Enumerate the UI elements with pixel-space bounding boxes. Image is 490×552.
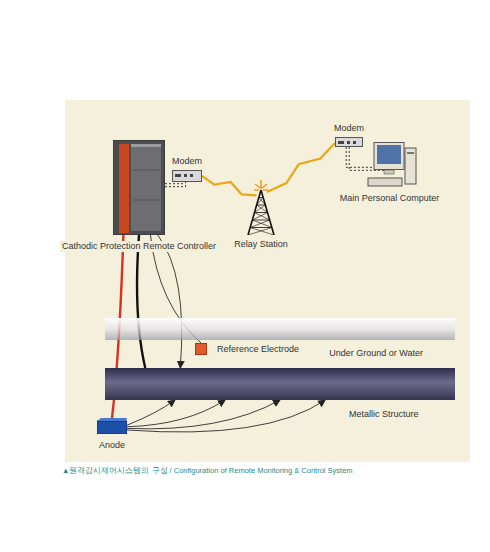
node-label: Reference Electrode (215, 344, 301, 355)
node-label: Cathodic Protection Remote Controller (60, 241, 218, 252)
connector-line (202, 176, 257, 195)
pc-shape (362, 142, 417, 188)
connector-line (267, 143, 335, 192)
connector-line (158, 235, 182, 368)
node-label: Under Ground or Water (327, 348, 425, 359)
connector (127, 400, 325, 432)
ground-band: Under Ground or Water (105, 318, 455, 340)
controller-shape (113, 140, 165, 235)
modem-shape (335, 137, 363, 147)
connector-line (127, 400, 325, 432)
node-label: Modem (170, 156, 204, 167)
bar-shape (105, 368, 455, 400)
connector-line (127, 400, 175, 425)
connector (267, 143, 335, 192)
metallic-structure: Metallic Structure (105, 368, 455, 400)
connector (158, 235, 182, 368)
modem: Modem (172, 170, 202, 182)
modem: Modem (335, 137, 363, 147)
connector-line (165, 182, 183, 184)
connector (165, 182, 186, 187)
node-label: Modem (332, 123, 366, 134)
connector-line (127, 400, 225, 427)
connector-line (137, 235, 145, 368)
anode-block: Anode (97, 418, 127, 434)
modem-shape (172, 170, 202, 182)
connector (127, 400, 280, 429)
personal-computer: Main Personal Computer (362, 142, 417, 188)
band-shape (105, 318, 455, 340)
relay-tower: Relay Station (246, 180, 276, 235)
node-label: Anode (97, 440, 127, 451)
connector (127, 400, 225, 427)
connector (137, 235, 145, 368)
anode-shape (97, 418, 127, 434)
remote-controller: Cathodic Protection Remote Controller (113, 140, 165, 235)
node-label: Relay Station (232, 239, 290, 250)
reference-electrode: Reference Electrode (195, 343, 207, 355)
connector-line (165, 182, 186, 187)
tower-shape (246, 180, 276, 235)
electrode-shape (195, 343, 207, 355)
node-label: Main Personal Computer (338, 193, 442, 204)
figure-caption: ▲원격감시제어시스템의 구성 / Configuration of Remote… (62, 466, 353, 476)
connector (202, 176, 257, 195)
node-label: Metallic Structure (347, 409, 421, 420)
connector-line (127, 400, 280, 429)
connector (127, 400, 175, 425)
